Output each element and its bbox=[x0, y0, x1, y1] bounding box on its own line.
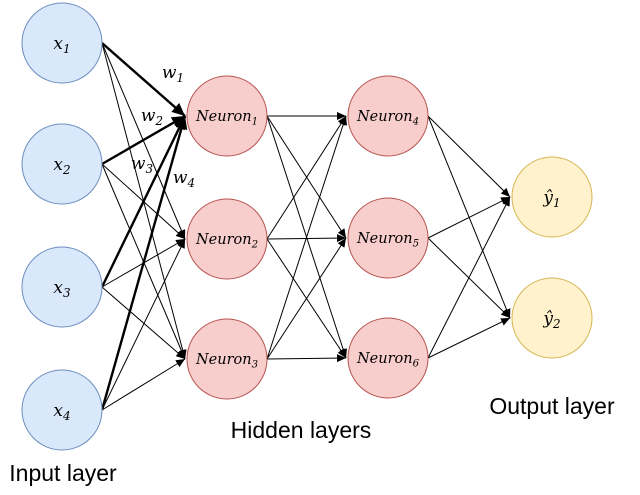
node-yhat2-label: ŷ2 bbox=[542, 309, 560, 331]
node-neuron6: Neuron6 bbox=[347, 317, 429, 399]
output-node-yhat1-circle bbox=[511, 156, 593, 238]
edge-n6-y1 bbox=[427, 196, 511, 359]
input-layer-label: Input layer bbox=[9, 460, 117, 486]
edge-x2-n3 bbox=[101, 163, 186, 360]
weight-label-w4: w4 bbox=[173, 168, 195, 190]
weight-label-w3: w3 bbox=[131, 154, 153, 176]
edge-n2-n4 bbox=[266, 115, 347, 240]
hidden-layers-label: Hidden layers bbox=[231, 417, 372, 443]
node-neuron2: Neuron2 bbox=[186, 198, 268, 280]
edge-x4-n2 bbox=[101, 238, 186, 411]
weight-label-w2: w2 bbox=[141, 106, 163, 128]
hidden-node-neuron2-circle bbox=[186, 198, 268, 280]
edge-x4-n3 bbox=[101, 358, 186, 411]
node-neuron6-label: Neuron6 bbox=[356, 351, 420, 370]
edge-n3-n4 bbox=[266, 115, 348, 360]
input-node-x3-circle bbox=[21, 246, 103, 328]
node-neuron2-label: Neuron2 bbox=[195, 232, 258, 251]
node-x4: x4 bbox=[21, 369, 103, 451]
node-x1-label: x1 bbox=[53, 34, 70, 56]
edge-n3-n5 bbox=[266, 237, 347, 360]
node-neuron1: Neuron1 bbox=[186, 75, 268, 157]
node-x1: x1 bbox=[21, 2, 103, 84]
hidden-node-neuron4-circle bbox=[347, 75, 429, 157]
edge-x1-n1 bbox=[101, 42, 186, 117]
node-neuron3: Neuron3 bbox=[186, 318, 268, 400]
hidden-node-neuron6-circle bbox=[347, 317, 429, 399]
input-node-x4-circle bbox=[21, 369, 103, 451]
node-neuron5: Neuron5 bbox=[347, 197, 429, 279]
edge-n3-n6 bbox=[266, 354, 347, 363]
node-x3-label: x3 bbox=[53, 278, 70, 300]
edge-x1-n2 bbox=[101, 42, 186, 240]
node-neuron5-label: Neuron5 bbox=[356, 231, 419, 250]
edge-n6-y2 bbox=[427, 317, 511, 359]
weight-label-w1: w1 bbox=[162, 63, 184, 85]
edge-x1-n3 bbox=[101, 42, 187, 360]
node-yhat2: ŷ2 bbox=[511, 277, 593, 359]
node-neuron4-label: Neuron4 bbox=[356, 109, 419, 128]
output-node-yhat2-circle bbox=[511, 277, 593, 359]
node-x3: x3 bbox=[21, 246, 103, 328]
node-neuron3-label: Neuron3 bbox=[195, 352, 258, 371]
hidden-node-neuron1-circle bbox=[186, 75, 268, 157]
node-neuron4: Neuron4 bbox=[347, 75, 429, 157]
edge-n5-y1 bbox=[427, 196, 511, 239]
node-yhat1: ŷ1 bbox=[511, 156, 593, 238]
node-x2-label: x2 bbox=[53, 155, 70, 177]
edge-n4-y1 bbox=[427, 115, 511, 198]
edge-x3-n3 bbox=[101, 286, 186, 360]
node-x4-label: x4 bbox=[53, 401, 70, 423]
edge-x3-n2 bbox=[101, 238, 186, 288]
output-layer-label: Output layer bbox=[489, 393, 615, 419]
node-neuron1-label: Neuron1 bbox=[195, 109, 258, 128]
input-node-x2-circle bbox=[21, 123, 103, 205]
input-node-x1-circle bbox=[21, 2, 103, 84]
hidden-node-neuron5-circle bbox=[347, 197, 429, 279]
node-x2: x2 bbox=[21, 123, 103, 205]
hidden-node-neuron3-circle bbox=[186, 318, 268, 400]
node-yhat1-label: ŷ1 bbox=[542, 188, 560, 210]
edges-group bbox=[100, 42, 511, 411]
